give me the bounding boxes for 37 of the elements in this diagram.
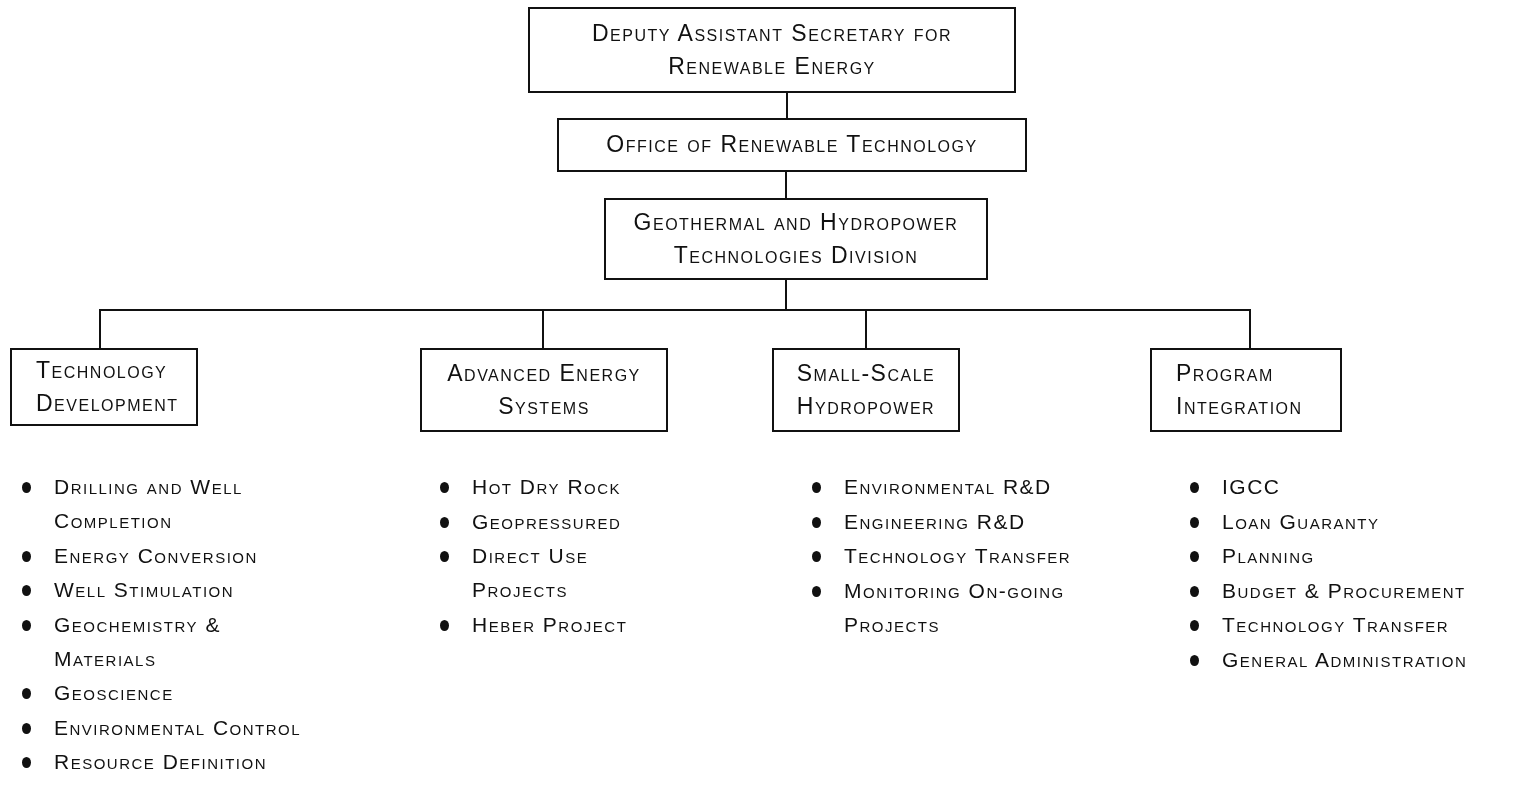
- connector-line: [785, 171, 787, 199]
- org-box: [557, 118, 1027, 172]
- list-item: Geoscience: [54, 680, 175, 706]
- box-title: Deputy Assistant Secretary for Renewable Energy: [591, 18, 953, 81]
- list-item: Energy Conversion: [54, 542, 259, 569]
- list-item: Heber Project: [472, 611, 629, 638]
- org-box: [1150, 348, 1342, 432]
- list-item: Direct Use Projects: [472, 543, 590, 603]
- box-title: Technology Development: [35, 355, 180, 418]
- list-item: Planning: [1222, 543, 1316, 569]
- list-item: Technology Transfer: [844, 543, 1073, 569]
- connector-line: [786, 92, 788, 119]
- list-item: Well Stimulation: [54, 577, 236, 603]
- list-item: Drilling and Well Completion: [54, 474, 244, 534]
- box-title: Office of Renewable Technology: [605, 130, 979, 160]
- list-item: Environmental R&D: [844, 474, 1053, 500]
- box-title: Program Integration: [1175, 358, 1304, 421]
- list-item: Monitoring On-going Projects: [844, 577, 1066, 638]
- box-title: Small-Scale Hydropower: [795, 358, 937, 421]
- list-item: Resource Definition: [54, 749, 268, 775]
- list-item: Geochemistry & Materials: [54, 611, 222, 672]
- org-box: [420, 348, 668, 432]
- org-box: [604, 198, 988, 280]
- org-box: [10, 348, 198, 426]
- list-item: Technology Transfer: [1222, 612, 1451, 638]
- list-item: Engineering R&D: [844, 508, 1027, 535]
- list-item: Environmental Control: [54, 714, 303, 741]
- list-item: General Administration: [1222, 646, 1469, 673]
- list-item: Hot Dry Rock: [472, 474, 623, 500]
- org-box: [772, 348, 960, 432]
- box-title: Geothermal and Hydropower Technologies Division: [632, 207, 960, 270]
- list-item: Budget & Procurement: [1222, 577, 1467, 604]
- box-title: Advanced Energy Systems: [446, 358, 642, 421]
- list-item: IGCC: [1222, 474, 1282, 500]
- org-box: [528, 7, 1016, 93]
- list-item: Loan Guaranty: [1222, 508, 1381, 535]
- list-item: Geopressured: [472, 508, 623, 535]
